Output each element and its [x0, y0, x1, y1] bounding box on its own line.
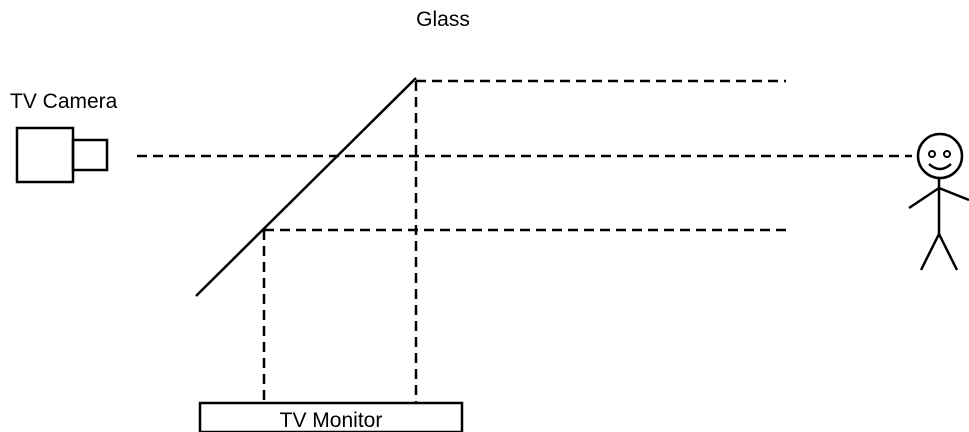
camera-icon [15, 126, 109, 184]
glass-pane [195, 77, 417, 297]
person-arm-left [908, 186, 940, 210]
person-leg-left [919, 233, 941, 271]
person-eye-right [943, 150, 951, 158]
person-head [916, 132, 964, 180]
tv-monitor: TV Monitor [198, 401, 464, 432]
person-eye-left [928, 150, 936, 158]
camera-body [15, 126, 75, 184]
camera-label: TV Camera [10, 90, 118, 113]
monitor-box [198, 401, 464, 432]
glass-label: Glass [416, 8, 470, 31]
camera-lens [71, 138, 109, 172]
person-icon [908, 132, 969, 271]
person-smile [928, 163, 952, 171]
person-arm-right [938, 186, 969, 202]
person-leg-right [937, 233, 959, 271]
monitor-label: TV Monitor [280, 409, 383, 432]
